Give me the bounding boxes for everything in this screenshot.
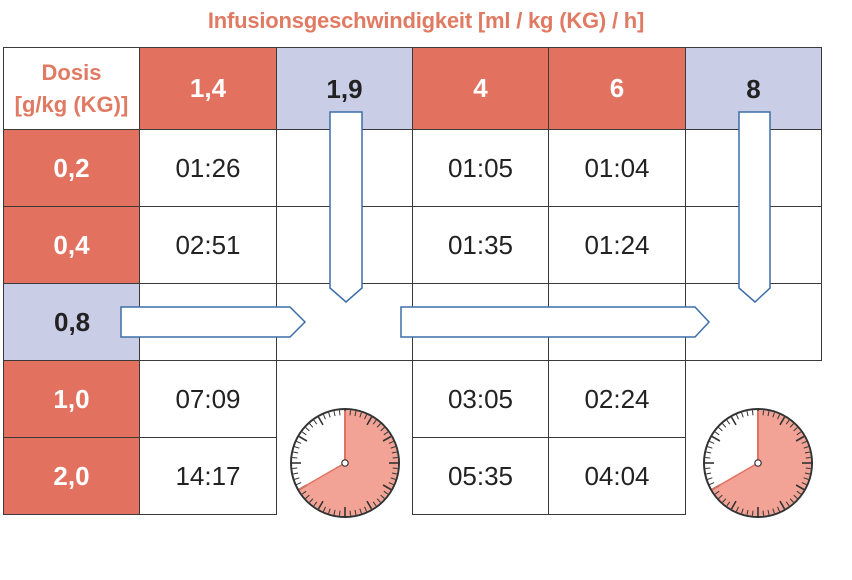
arrow-right-long [400,306,711,338]
table-cell: 01:05 [412,129,549,207]
dose-label-2-0: 2,0 [3,437,140,515]
dose-label-0-8: 0,8 [3,283,140,361]
corner-header-line1: Dosis [41,59,102,85]
table-cell: 01:24 [548,206,686,284]
chart-title: Infusionsgeschwindigkeit [ml / kg (KG) /… [207,8,645,33]
table-cell: 14:17 [139,437,277,515]
table-cell: 05:35 [412,437,549,515]
rate-header-4: 4 [412,47,549,130]
arrow-down-1-9 [329,111,363,303]
rate-header-1-9-label: 1,9 [326,74,363,104]
table-cell: 07:09 [139,360,277,438]
corner-header: Dosis [g/kg (KG)] [3,47,140,130]
table-cell: 01:35 [412,206,549,284]
table-cell: 01:26 [139,129,277,207]
dose-label-0-2: 0,2 [3,129,140,207]
rate-header-1-4: 1,4 [139,47,277,130]
rate-header-8-label: 8 [746,74,761,104]
dose-label-0-8-text: 0,8 [54,306,91,337]
table-cell: 04:04 [548,437,686,515]
corner-header-line2: [g/kg (KG)] [14,91,129,117]
dose-label-1-0: 1,0 [3,360,140,438]
table-cell: 01:04 [548,129,686,207]
arrow-down-8 [738,111,771,304]
table-cell: 02:24 [548,360,686,438]
clock-icon [703,408,813,518]
arrow-right-left [120,306,307,338]
clock-icon [290,408,400,518]
